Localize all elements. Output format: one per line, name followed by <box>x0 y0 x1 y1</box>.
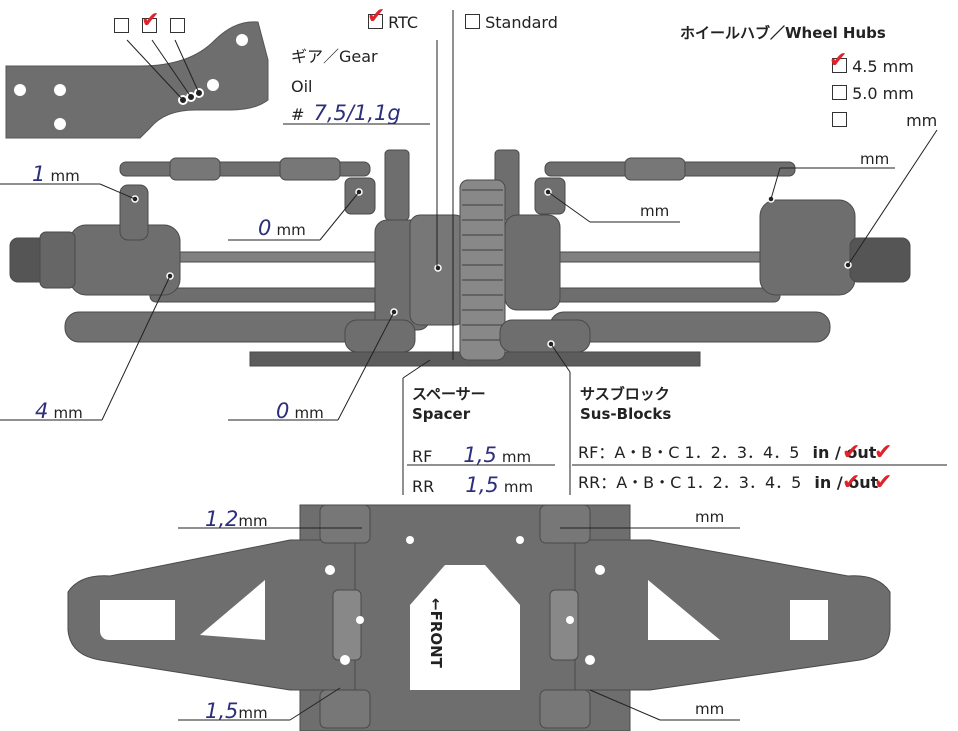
left-upper-link: 0 mm <box>258 217 306 239</box>
right-upper-link: mm <box>640 202 669 220</box>
unit-label: mm <box>276 221 306 239</box>
check-mark-icon: ✔ <box>141 8 160 33</box>
wheel-hubs-title: ホイールハブ／Wheel Hubs <box>680 24 886 42</box>
standard-label: Standard <box>485 13 558 32</box>
row-label: RR <box>412 477 435 496</box>
left-camber-link: 1 mm <box>32 163 80 185</box>
unit-label: mm <box>695 508 725 526</box>
sus-block-row-rr: RR：A・B・C 1．2．3．4．5 in / out <box>578 474 878 492</box>
unit-label: mm <box>695 700 725 718</box>
top-checkbox-2[interactable]: ✔ <box>141 10 160 33</box>
left-lower-value: 4 <box>35 399 49 423</box>
center-lower-link: 0 mm <box>276 400 324 422</box>
gear-oil-row: # 7,5/1,1g <box>291 102 401 124</box>
rtc-checkbox[interactable]: ✔ <box>367 6 385 29</box>
arm-bottom-right: mm <box>695 700 724 718</box>
unit-label: mm <box>503 478 534 496</box>
unit-label: mm <box>640 202 670 220</box>
gear-oil-label: Oil <box>291 77 313 96</box>
unit-label: mm <box>50 167 80 185</box>
arm-value: 1,5 <box>205 699 239 723</box>
check-mark-icon: ✔ <box>829 48 848 73</box>
spacer-title-jp: スペーサー <box>412 385 486 403</box>
center-lower-value: 0 <box>276 399 290 423</box>
row-label: RF <box>412 447 433 466</box>
sus-blocks-title-en: Sus-Blocks <box>580 405 672 423</box>
wheel-hub-checkbox-1[interactable]: ✔ <box>829 50 847 73</box>
wheel-hub-option-label: mm <box>906 111 938 130</box>
unit-label: mm <box>294 404 324 422</box>
arm-bottom-left: 1,5mm <box>205 700 268 722</box>
spacer-title-en: Spacer <box>412 405 471 423</box>
front-label: ←FRONT <box>427 598 445 668</box>
standard-checkbox[interactable] <box>465 14 480 29</box>
wheel-hub-option-label: 5.0 mm <box>852 84 914 103</box>
arm-value: 1,2 <box>205 507 239 531</box>
hash-label: # <box>291 105 305 124</box>
check-mark-icon: ✔ <box>842 470 861 495</box>
spacer-row-rr: RR 1,5 mm <box>412 474 533 496</box>
unit-label: mm <box>860 150 890 168</box>
spacer-value: 1,5 <box>463 443 497 467</box>
row-label: RR：A・B・C 1．2．3．4．5 <box>578 473 802 492</box>
sus-blocks-title-jp: サスブロック <box>580 385 670 403</box>
spacer-row-rf: RF 1,5 mm <box>412 444 531 466</box>
gear-title: ギア／Gear <box>291 47 378 66</box>
left-link-value: 0 <box>258 216 272 240</box>
top-checkbox-3[interactable] <box>170 18 186 33</box>
arms-assembly <box>67 504 891 731</box>
gear-oil-value: 7,5/1,1g <box>313 101 401 125</box>
top-checkbox-1[interactable] <box>114 18 129 33</box>
check-mark-icon: ✔ <box>842 440 861 465</box>
inout-label: in / out <box>814 473 879 492</box>
right-camber-link: mm <box>860 150 889 168</box>
row-label: RF：A・B・C 1．2．3．4．5 <box>578 443 800 462</box>
wheel-hub-checkbox-3[interactable] <box>832 112 847 127</box>
unit-label: mm <box>238 704 268 722</box>
wheel-hub-checkbox-2[interactable] <box>832 85 847 100</box>
suspension-assembly <box>9 149 911 367</box>
top-checkbox-group: ✔ <box>114 10 186 36</box>
unit-label: mm <box>501 448 532 466</box>
rtc-option[interactable]: ✔ RTC <box>367 6 419 32</box>
bracket-part <box>5 21 269 139</box>
arm-top-left: 1,2mm <box>205 508 268 530</box>
left-lower-link: 4 mm <box>35 400 83 422</box>
rtc-label: RTC <box>388 13 419 32</box>
wheel-hub-option-1[interactable]: ✔ 4.5 mm <box>829 50 914 76</box>
left-camber-value: 1 <box>32 162 46 186</box>
sus-block-row-rf: RF：A・B・C 1．2．3．4．5 in / out <box>578 444 876 462</box>
wheel-hub-option-label: 4.5 mm <box>852 57 914 76</box>
check-mark-icon: ✔ <box>367 4 386 29</box>
check-mark-icon: ✔ <box>874 440 893 465</box>
wheel-hub-option-2[interactable]: 5.0 mm <box>832 85 914 103</box>
inout-label: in / out <box>812 443 877 462</box>
standard-option[interactable]: Standard <box>465 14 558 32</box>
check-mark-icon: ✔ <box>874 470 893 495</box>
spacer-value: 1,5 <box>465 473 499 497</box>
unit-label: mm <box>53 404 83 422</box>
arm-top-right: mm <box>695 508 724 526</box>
wheel-hub-option-3[interactable]: mm <box>832 112 937 130</box>
unit-label: mm <box>238 512 268 530</box>
